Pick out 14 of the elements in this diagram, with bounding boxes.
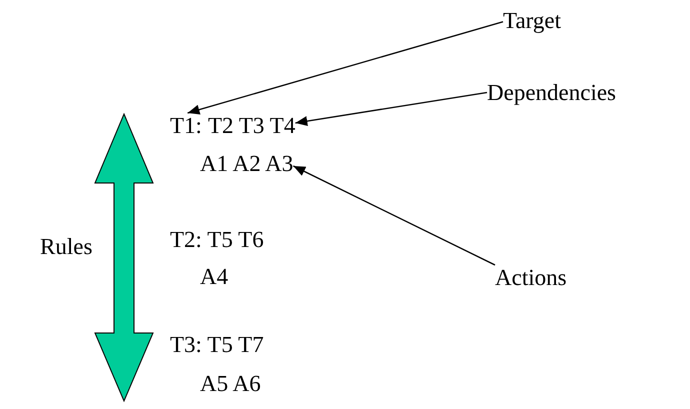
annotation-text: Target (503, 8, 561, 33)
rule-text: A5 A6 (200, 371, 261, 396)
annotation-text: A1 A2 A3 (200, 151, 294, 176)
annotation-text: Actions (495, 265, 567, 290)
leader-line (295, 92, 488, 126)
leader-line (187, 21, 504, 114)
rule-text: A4 (200, 264, 228, 289)
rule-text: Rules (40, 234, 92, 259)
rule-text: T2: T5 T6 (170, 227, 264, 252)
rule-text: T3: T5 T7 (170, 332, 264, 357)
annotation-text: Dependencies (487, 80, 616, 105)
annotation-text: T2 T3 T4 (208, 113, 296, 138)
leader-line (293, 165, 496, 266)
annotation-text: T1: (170, 113, 202, 138)
